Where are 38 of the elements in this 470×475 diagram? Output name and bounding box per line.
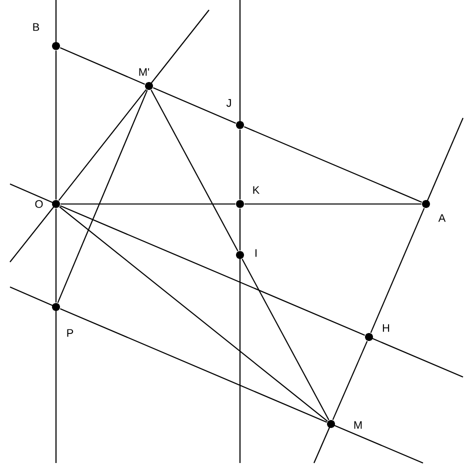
line-segment [60, 308, 328, 423]
node-label: M' [139, 68, 150, 76]
node-label: K [253, 186, 260, 194]
line-segment [244, 126, 422, 203]
labelled-point: P [52, 303, 74, 337]
node-label: J [226, 99, 231, 107]
node-label: H [382, 324, 390, 332]
labelled-point: J [226, 99, 244, 129]
line-segment [55, 208, 57, 302]
line-segment [239, 208, 241, 250]
labelled-point: M' [139, 68, 153, 90]
line-segment [244, 203, 422, 205]
labelled-point: H [365, 324, 390, 341]
line-segment [59, 206, 328, 422]
labelled-point: B [33, 23, 60, 50]
line-segment [60, 205, 366, 336]
node-label: B [33, 23, 40, 31]
line-segment [57, 90, 148, 304]
labelled-point: M [327, 420, 362, 429]
line-segment [239, 130, 241, 200]
node-label: M [354, 421, 362, 429]
line-segment [60, 203, 236, 205]
labelled-point: K [236, 186, 260, 208]
line-segment [150, 90, 238, 252]
node-label: A [438, 214, 446, 222]
node-label: I [255, 249, 257, 257]
line-segment [332, 340, 368, 420]
labelled-point: I [236, 249, 256, 259]
node-label: P [67, 329, 74, 337]
line-segment [55, 50, 57, 200]
line-segment [370, 208, 425, 334]
line-segment [242, 258, 330, 420]
labelled-point: O [35, 200, 60, 208]
line-segment [60, 47, 146, 85]
node-label: O [35, 200, 43, 208]
line-segment [58, 89, 147, 201]
labelled-point: A [422, 200, 446, 222]
line-segment [152, 87, 236, 124]
